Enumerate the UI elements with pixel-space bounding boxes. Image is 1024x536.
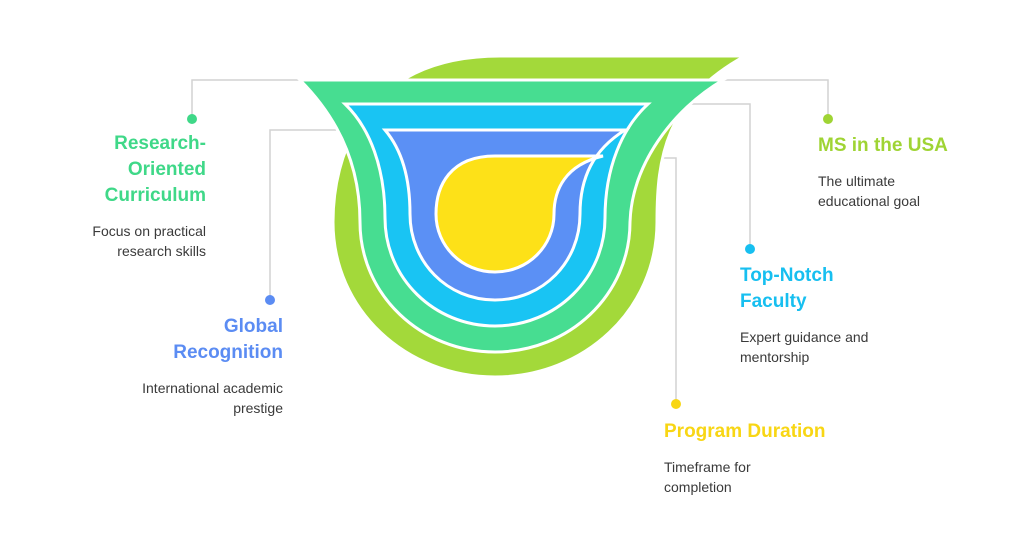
label-global: Global Recognition International academi… — [83, 314, 283, 418]
label-faculty: Top-Notch Faculty Expert guidance and me… — [740, 263, 930, 367]
dot-faculty — [745, 244, 755, 254]
description-faculty: Expert guidance and mentorship — [740, 329, 869, 365]
dot-ms-usa — [823, 114, 833, 124]
dot-research — [187, 114, 197, 124]
description-research: Focus on practical research skills — [92, 223, 206, 259]
title-global: Global Recognition — [173, 316, 283, 363]
dot-duration — [671, 399, 681, 409]
title-duration: Program Duration — [664, 421, 826, 442]
title-research: Research-Oriented Curriculum — [104, 133, 206, 206]
layer-duration — [434, 154, 604, 274]
dot-global — [265, 295, 275, 305]
description-global: International academic prestige — [142, 380, 283, 416]
description-ms-usa: The ultimate educational goal — [818, 173, 920, 209]
label-ms-usa: MS in the USA The ultimate educational g… — [818, 133, 1008, 211]
title-faculty: Top-Notch Faculty — [740, 265, 834, 312]
connector-line-research — [191, 79, 330, 118]
label-research: Research-Oriented Curriculum Focus on pr… — [6, 131, 206, 261]
label-duration: Program Duration Timeframe for completio… — [664, 419, 894, 497]
description-duration: Timeframe for completion — [664, 459, 751, 495]
title-ms-usa: MS in the USA — [818, 135, 948, 156]
